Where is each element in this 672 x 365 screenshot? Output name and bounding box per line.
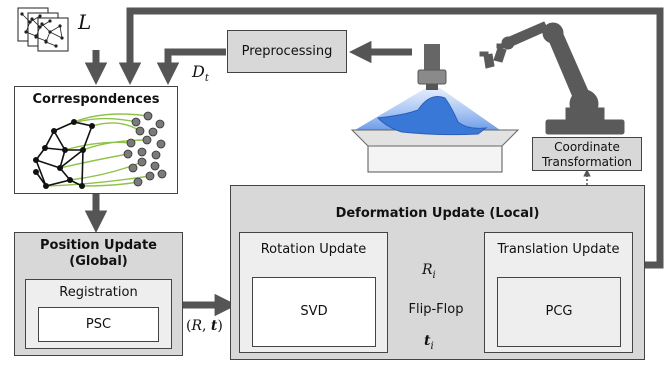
flipflop-label: Flip-Flop (408, 302, 464, 317)
rotation-update-box: Rotation Update SVD (239, 232, 388, 353)
position-update-title: Position Update (39, 238, 157, 253)
data-symbol: Dt (192, 62, 209, 84)
rotation-update-title: Rotation Update (260, 242, 367, 257)
library-symbol: L (78, 10, 91, 34)
preprocessing-arrow (156, 48, 226, 85)
deformation-update-title: Deformation Update (Local) (335, 206, 540, 221)
coordinate-transformation-box: Coordinate Transformation (532, 137, 642, 171)
robot-arm-illustration (479, 21, 625, 135)
translation-symbol-text: t (424, 333, 431, 349)
correspondences-title: Correspondences (32, 92, 160, 107)
pcg-label: PCG (545, 304, 573, 319)
sensor-camera-illustration (350, 44, 520, 173)
data-symbol-text: D (192, 62, 205, 81)
library-graph-stack (17, 7, 69, 52)
svd-box: SVD (252, 277, 376, 347)
pose-open: ( (186, 318, 192, 334)
pose-comma: , (202, 318, 211, 334)
registration-title: Registration (59, 285, 138, 300)
translation-symbol-sub: i (430, 340, 434, 352)
preprocessing-label: Preprocessing (241, 44, 333, 59)
rotation-symbol-sub: i (432, 269, 436, 281)
pcg-box: PCG (497, 277, 621, 347)
pose-R: R (191, 318, 203, 334)
preprocessing-box: Preprocessing (227, 30, 347, 73)
position-update-subtitle: (Global) (69, 254, 128, 269)
coordinate-line2: Transformation (541, 155, 633, 169)
rotation-symbol: Ri (422, 262, 436, 281)
feedback-loop-arrow (118, 7, 664, 269)
psc-box: PSC (38, 307, 159, 342)
pose-close: ) (217, 318, 223, 334)
rotation-symbol-text: R (422, 262, 433, 278)
coordinate-line1: Coordinate (554, 140, 620, 154)
svd-label: SVD (300, 304, 328, 319)
data-symbol-sub: t (204, 73, 209, 85)
translation-symbol: ti (424, 333, 434, 352)
deformation-update-box: Deformation Update (Local) Rotation Upda… (230, 185, 645, 360)
translation-update-title: Translation Update (497, 242, 620, 257)
translation-update-box: Translation Update PCG (484, 232, 633, 353)
correspondences-box: Correspondences (14, 86, 178, 194)
pose-symbol: (R, t) (186, 318, 223, 334)
pose-t: t (210, 318, 218, 334)
position-update-box: Position Update (Global) Registration PS… (14, 232, 183, 356)
correspondence-graph-illustration (33, 111, 167, 189)
psc-label: PSC (85, 317, 112, 332)
library-symbol-text: L (78, 10, 92, 34)
registration-box: Registration PSC (25, 279, 172, 349)
